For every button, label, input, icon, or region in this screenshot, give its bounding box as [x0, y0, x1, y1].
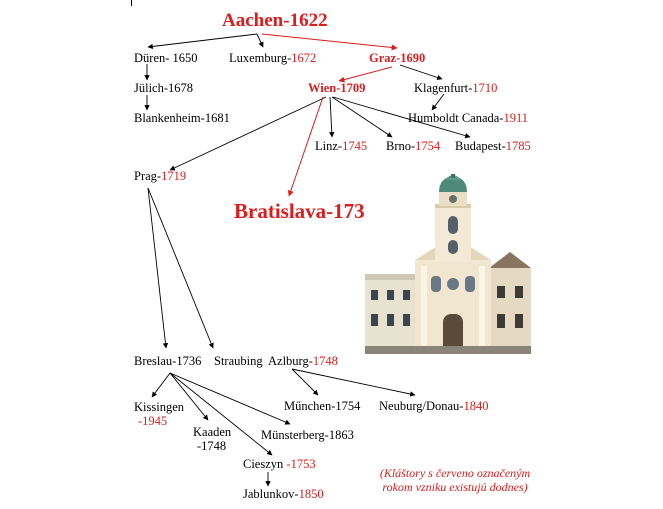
edge-graz-wien — [339, 67, 392, 81]
node-munsterberg-year: 1863 — [329, 428, 354, 442]
node-budapest: Budapest-1785 — [455, 139, 531, 153]
node-kaaden-name: Kaaden — [193, 425, 231, 439]
node-duren-year: 1650 — [173, 51, 198, 65]
node-neuburg-year: 1840 — [463, 399, 488, 413]
node-luxemburg-year: 1672 — [291, 51, 316, 65]
node-graz: Graz-1690 — [369, 51, 425, 65]
node-straubing: Straubing — [214, 354, 263, 368]
node-jablunkov-name: Jablunkov- — [243, 487, 299, 501]
node-linz-name: Linz- — [315, 139, 342, 153]
node-klagenfurt: Klagenfurt-1710 — [414, 81, 497, 95]
node-blankenheim: Blankenheim-1681 — [134, 111, 230, 125]
node-aachen: Aachen-1622 — [222, 10, 328, 32]
edge-aachen-graz — [262, 34, 397, 48]
node-aachen-name: Aachen- — [222, 10, 290, 31]
edge-graz-klagen — [400, 65, 442, 79]
node-cieszyn: Cieszyn -1753 — [243, 457, 316, 471]
node-munsterberg: Münsterberg-1863 — [261, 428, 354, 442]
node-prag: Prag-1719 — [134, 169, 186, 183]
node-kissingen: Kissingen -1945 — [134, 400, 184, 428]
node-brno: Brno-1754 — [386, 139, 440, 153]
node-humboldt-name: Humboldt Canada- — [408, 111, 503, 125]
node-straubing-name: Straubing — [214, 354, 263, 368]
node-wien-year: 1709 — [340, 81, 365, 95]
node-luxemburg: Luxemburg-1672 — [229, 51, 316, 65]
node-kaaden-year: -1748 — [193, 439, 231, 453]
node-munchen-name: Műnchen- — [284, 399, 335, 413]
node-graz-year: 1690 — [400, 51, 425, 65]
node-kissingen-year: -1945 — [134, 414, 184, 428]
node-blankenheim-year: 1681 — [205, 111, 230, 125]
edge-breslau-munster — [170, 373, 290, 424]
edge-breslau-kissingen — [152, 373, 170, 397]
node-prag-year: 1719 — [161, 169, 186, 183]
node-kissingen-name: Kissingen — [134, 400, 184, 414]
legend-note-line1: (Kláštory s červeno označeným — [355, 466, 555, 480]
node-munchen: Műnchen-1754 — [284, 399, 360, 413]
node-munchen-year: 1754 — [335, 399, 360, 413]
node-neuburg-name: Neuburg/Donau- — [379, 399, 463, 413]
node-munsterberg-name: Münsterberg- — [261, 428, 329, 442]
node-breslau-name: Breslau- — [134, 354, 176, 368]
node-brno-year: 1754 — [415, 139, 440, 153]
node-humboldt-year: 1911 — [503, 111, 528, 125]
node-klagenfurt-name: Klagenfurt- — [414, 81, 472, 95]
node-jablunkov: Jablunkov-1850 — [243, 487, 324, 501]
node-klagenfurt-year: 1710 — [472, 81, 497, 95]
node-breslau-year: 1736 — [176, 354, 201, 368]
legend-note: (Kláštory s červeno označeným rokom vzni… — [355, 466, 555, 494]
node-wien-name: Wien- — [308, 81, 340, 95]
node-linz-year: 1745 — [342, 139, 367, 153]
node-cieszyn-year: -1753 — [286, 457, 315, 471]
node-bratislava: Bratislava-1738 — [234, 199, 375, 223]
node-azlburg-name: Azlburg- — [268, 354, 313, 368]
node-breslau: Breslau-1736 — [134, 354, 201, 368]
node-kaaden: Kaaden -1748 — [193, 425, 231, 453]
node-blankenheim-name: Blankenheim- — [134, 111, 205, 125]
node-azlburg: Azlburg-1748 — [268, 354, 338, 368]
node-prag-name: Prag- — [134, 169, 161, 183]
node-aachen-year: 1622 — [290, 10, 328, 31]
node-azlburg-year: 1748 — [313, 354, 338, 368]
edge-aachen-luxemburg — [257, 34, 263, 47]
node-budapest-name: Budapest- — [455, 139, 506, 153]
node-luxemburg-name: Luxemburg- — [229, 51, 291, 65]
node-duren: Düren- 1650 — [134, 51, 198, 65]
edge-wien-brno — [332, 97, 392, 137]
edge-prag-straubing — [148, 188, 213, 348]
edge-wien-prag — [170, 97, 326, 170]
node-budapest-year: 1785 — [506, 139, 531, 153]
node-bratislava-name: Bratislava- — [234, 199, 333, 223]
node-duren-name: Düren- — [134, 51, 173, 65]
node-humboldt: Humboldt Canada-1911 — [408, 111, 528, 125]
edge-wien-linz — [330, 97, 332, 137]
node-brno-name: Brno- — [386, 139, 415, 153]
edge-klagen-humboldt — [432, 94, 444, 110]
church-photo — [365, 174, 531, 354]
node-wien: Wien-1709 — [308, 81, 365, 95]
edge-azlburg-neuburg — [292, 369, 415, 395]
node-neuburg: Neuburg/Donau-1840 — [379, 399, 488, 413]
edge-aachen-duren — [148, 34, 257, 47]
node-graz-name: Graz- — [369, 51, 400, 65]
edge-prag-breslau — [148, 188, 166, 348]
node-julich-year: 1678 — [168, 81, 193, 95]
node-julich: Jülich-1678 — [134, 81, 193, 95]
legend-note-line2: rokom vzniku existujú dodnes) — [355, 480, 555, 494]
node-cieszyn-name: Cieszyn — [243, 457, 286, 471]
edge-azlburg-munchen — [292, 369, 318, 395]
node-jablunkov-year: 1850 — [299, 487, 324, 501]
node-julich-name: Jülich- — [134, 81, 168, 95]
node-linz: Linz-1745 — [315, 139, 367, 153]
